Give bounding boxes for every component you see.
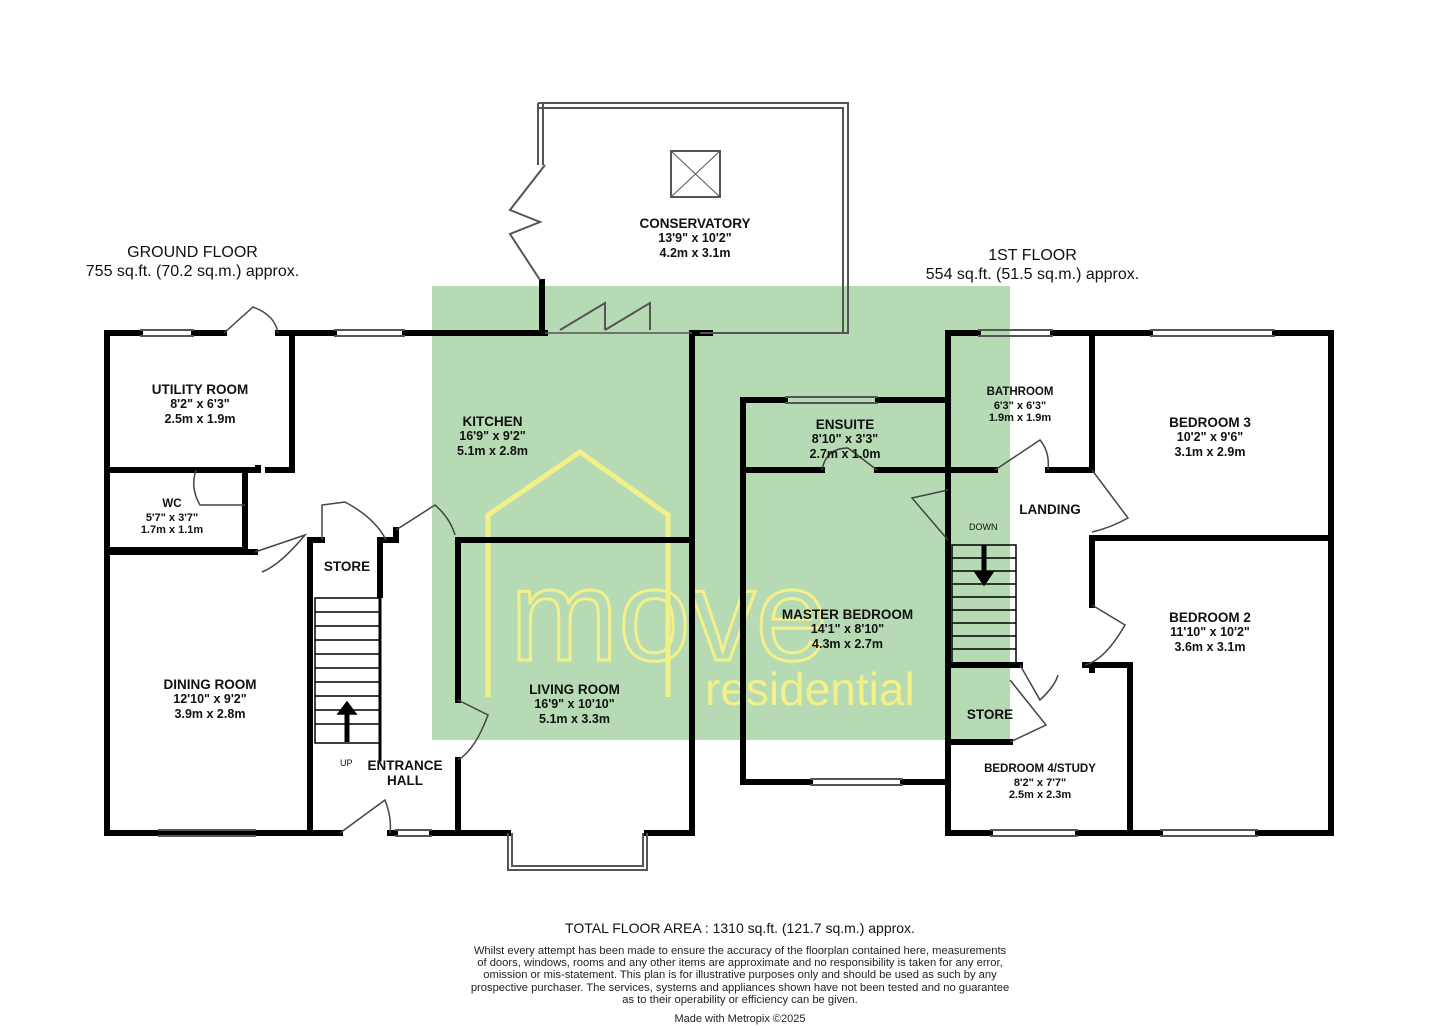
stairs-down-label: DOWN (969, 522, 998, 532)
ground-floor-windows (140, 329, 432, 837)
room-landing: LANDING (1005, 502, 1095, 517)
room-bedroom-3: BEDROOM 3 10'2" x 9'6" 3.1m x 2.9m (1140, 415, 1280, 460)
first-floor-windows (785, 329, 1275, 837)
room-metric: 2.5m x 2.3m (1008, 789, 1072, 801)
room-metric: 3.1m x 2.9m (1174, 445, 1246, 459)
room-imperial: 6'3" x 6'3" (993, 400, 1047, 412)
room-bathroom: BATHROOM 6'3" x 6'3" 1.9m x 1.9m (965, 385, 1075, 424)
room-metric: 5.1m x 2.8m (457, 444, 528, 458)
room-utility: UTILITY ROOM 8'2" x 6'3" 2.5m x 1.9m (115, 382, 285, 427)
room-metric: 5.1m x 3.3m (539, 712, 610, 726)
room-name: LANDING (1019, 502, 1081, 517)
room-metric: 1.9m x 1.9m (988, 412, 1052, 424)
stairs-up-label: UP (340, 758, 353, 768)
room-metric: 4.3m x 2.7m (812, 637, 883, 651)
room-imperial: 16'9" x 9'2" (459, 429, 526, 443)
room-name: ENSUITE (815, 417, 875, 432)
room-bedroom-2: BEDROOM 2 11'10" x 10'2" 3.6m x 3.1m (1140, 610, 1280, 655)
watermark-logo: move residential (432, 286, 1010, 740)
first-floor-heading: 1ST FLOOR 554 sq.ft. (51.5 sq.m.) approx… (900, 246, 1165, 284)
room-name: BEDROOM 2 (1169, 610, 1251, 625)
room-ensuite: ENSUITE 8'10" x 3'3" 2.7m x 1.0m (770, 417, 920, 462)
first-floor-stairs (951, 544, 1017, 664)
ground-floor-heading: GROUND FLOOR 755 sq.ft. (70.2 sq.m.) app… (60, 243, 325, 281)
first-floor-title: 1ST FLOOR (988, 247, 1077, 264)
room-imperial: 8'10" x 3'3" (811, 432, 879, 446)
metropix-credit: Made with Metropix ©2025 (674, 1013, 806, 1025)
total-floor-area: TOTAL FLOOR AREA : 1310 sq.ft. (121.7 sq… (565, 920, 915, 936)
first-floor-area: 554 sq.ft. (51.5 sq.m.) approx. (925, 266, 1140, 283)
room-name: BATHROOM (986, 386, 1054, 398)
ground-floor-doors (193, 306, 489, 834)
disclaimer-line: of doors, windows, rooms and any other i… (477, 957, 1003, 970)
first-floor-walls (740, 330, 1334, 836)
room-kitchen: KITCHEN 16'9" x 9'2" 5.1m x 2.8m (405, 414, 580, 459)
room-living: LIVING ROOM 16'9" x 10'10" 5.1m x 3.3m (487, 682, 662, 727)
first-floor-doors (821, 439, 1130, 743)
disclaimer-line: Whilst every attempt has been made to en… (473, 945, 1007, 957)
ground-floor-walls (104, 279, 713, 836)
room-imperial: 8'2" x 6'3" (170, 397, 230, 411)
room-entrance-hall: ENTRANCE HALL (360, 758, 450, 788)
room-name: STORE (323, 559, 371, 574)
disclaimer-line: prospective purchaser. The services, sys… (470, 981, 1010, 994)
room-store-ground: STORE (314, 559, 380, 574)
room-conservatory: CONSERVATORY 13'9" x 10'2" 4.2m x 3.1m (610, 216, 780, 261)
room-wc: WC 5'7" x 3'7" 1.7m x 1.1m (112, 497, 232, 536)
room-name: BEDROOM 4/STUDY (984, 763, 1096, 775)
room-name: DINING ROOM (163, 677, 257, 692)
room-name: UTILITY ROOM (151, 382, 249, 397)
conservatory-outline (508, 102, 849, 334)
room-metric: 2.7m x 1.0m (809, 447, 881, 461)
room-name-line1: ENTRANCE (367, 758, 443, 773)
room-name: KITCHEN (462, 414, 523, 429)
room-imperial: 13'9" x 10'2" (658, 231, 732, 245)
room-dining: DINING ROOM 12'10" x 9'2" 3.9m x 2.8m (120, 677, 300, 722)
room-imperial: 12'10" x 9'2" (173, 692, 247, 706)
disclaimer: Whilst every attempt has been made to en… (400, 945, 1080, 1006)
disclaimer-line: as to their operability or efficiency ca… (622, 993, 858, 1006)
ground-floor-area: 755 sq.ft. (70.2 sq.m.) approx. (85, 263, 300, 280)
ground-floor-title: GROUND FLOOR (127, 244, 258, 261)
room-metric: 2.5m x 1.9m (164, 412, 236, 426)
disclaimer-line: omission or mis-statement. This plan is … (483, 969, 997, 982)
room-name-line2: HALL (387, 773, 423, 788)
room-master-bedroom: MASTER BEDROOM 14'1" x 8'10" 4.3m x 2.7m (760, 607, 935, 652)
watermark-word-residential: residential (705, 663, 915, 715)
room-imperial: 10'2" x 9'6" (1176, 430, 1244, 444)
living-room-bay-window (507, 833, 648, 871)
room-name: BEDROOM 3 (1169, 415, 1251, 430)
room-imperial: 8'2" x 7'7" (1013, 777, 1067, 789)
room-metric: 3.6m x 3.1m (1174, 640, 1246, 654)
room-name: MASTER BEDROOM (781, 607, 914, 622)
room-name: WC (162, 498, 182, 510)
ground-floor-stairs (314, 597, 381, 744)
room-metric: 1.7m x 1.1m (140, 524, 204, 536)
room-name: STORE (966, 707, 1014, 722)
room-name: LIVING ROOM (529, 682, 620, 697)
room-imperial: 11'10" x 10'2" (1170, 625, 1250, 639)
room-bedroom-4-study: BEDROOM 4/STUDY 8'2" x 7'7" 2.5m x 2.3m (965, 762, 1115, 801)
room-metric: 4.2m x 3.1m (659, 246, 731, 260)
watermark-word-move: move (510, 542, 828, 688)
room-imperial: 5'7" x 3'7" (145, 512, 199, 524)
room-imperial: 14'1" x 8'10" (810, 622, 885, 636)
room-name: CONSERVATORY (639, 216, 751, 231)
room-imperial: 16'9" x 10'10" (534, 697, 615, 711)
room-store-first: STORE (955, 707, 1025, 722)
room-metric: 3.9m x 2.8m (174, 707, 246, 721)
